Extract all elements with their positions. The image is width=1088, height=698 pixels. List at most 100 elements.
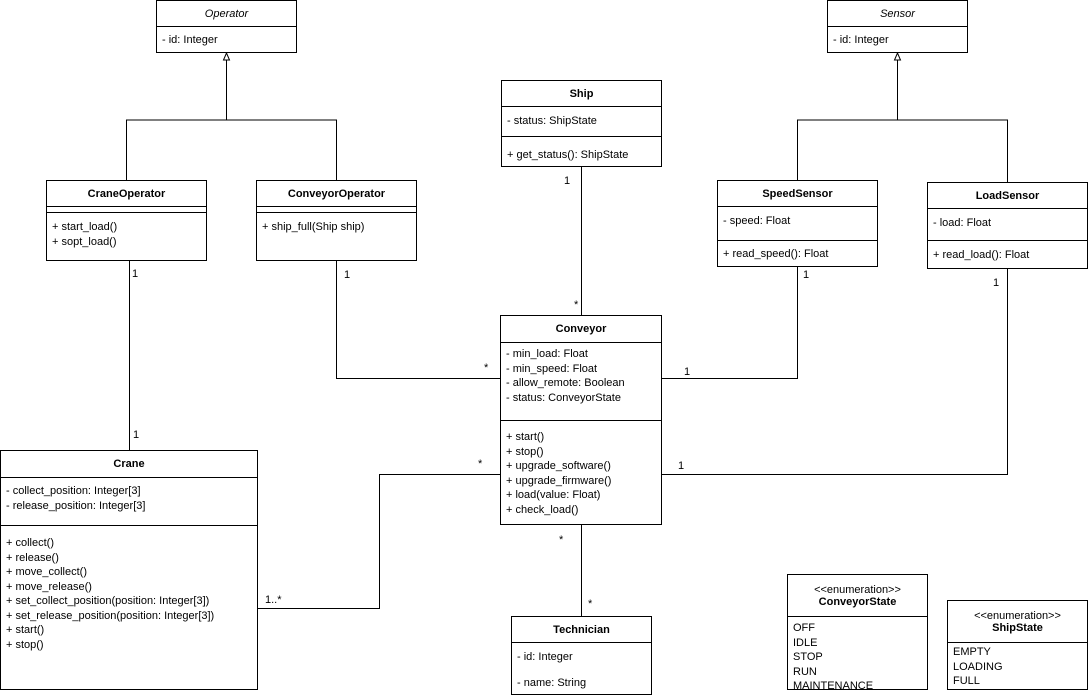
- loadsensor-class[interactable]: LoadSensor - load: Float + read_load(): …: [927, 182, 1088, 269]
- multiplicity-label: 1: [678, 460, 685, 472]
- multiplicity-label: 1: [344, 269, 351, 281]
- generalization-speedsensor: [797, 60, 898, 180]
- operation: + release(): [6, 551, 59, 564]
- multiplicity-label: 1: [133, 429, 140, 441]
- ship-class[interactable]: Ship - status: ShipState + get_status():…: [501, 80, 662, 167]
- operation: + check_load(): [506, 503, 579, 516]
- enumeration-header: <<enumeration>> ShipState: [948, 601, 1087, 643]
- enum-literal: OFF: [793, 622, 815, 634]
- generalization-craneoperator: [126, 60, 227, 180]
- enum-literal: STOP: [793, 651, 823, 663]
- operation: + get_status(): ShipState: [507, 149, 629, 161]
- operations-section: + start_load() + sopt_load(): [47, 213, 206, 249]
- class-name: Crane: [1, 451, 257, 478]
- technician-class[interactable]: Technician - id: Integer - name: String: [511, 616, 652, 695]
- operation: + ship_full(Ship ship): [262, 221, 365, 233]
- attribute: - speed: Float: [723, 215, 791, 227]
- conveyoroperator-class[interactable]: ConveyorOperator + ship_full(Ship ship): [256, 180, 417, 261]
- operation: + set_release_position(position: Integer…: [6, 609, 215, 622]
- class-name: ConveyorOperator: [257, 181, 416, 207]
- operation: + load(value: Float): [506, 489, 601, 501]
- multiplicity-label: *: [559, 534, 564, 546]
- operation: + collect(): [6, 537, 54, 549]
- craneoperator-class[interactable]: CraneOperator + start_load() + sopt_load…: [46, 180, 207, 261]
- class-name: Ship: [502, 81, 661, 107]
- stereotype-label: <<enumeration>>: [974, 609, 1061, 622]
- class-name: LoadSensor: [928, 183, 1087, 209]
- attributes-section: [257, 207, 416, 213]
- attribute: - allow_remote: Boolean: [506, 377, 625, 389]
- literals-section: OFF IDLE STOP RUN MAINTENANCE: [788, 617, 927, 694]
- enum-literal: EMPTY: [953, 646, 991, 658]
- enum-literal: IDLE: [793, 636, 818, 649]
- attributes-section: - collect_position: Integer[3] - release…: [1, 478, 257, 526]
- operation: + upgrade_firmware(): [506, 474, 612, 487]
- multiplicity-label: *: [484, 362, 489, 374]
- sensor-class[interactable]: Sensor - id: Integer: [827, 0, 968, 53]
- multiplicity-label: *: [588, 598, 593, 610]
- multiplicity-label: 1: [132, 268, 139, 280]
- operation: + stop(): [506, 445, 544, 458]
- shipstate-enumeration[interactable]: <<enumeration>> ShipState EMPTY LOADING …: [947, 600, 1088, 690]
- enum-literal: MAINTENANCE: [793, 680, 874, 692]
- conveyor-class[interactable]: Conveyor - min_load: Float - min_speed: …: [500, 315, 662, 525]
- multiplicity-label: 1..*: [265, 594, 282, 606]
- stereotype-label: <<enumeration>>: [814, 583, 901, 596]
- generalization-conveyoroperator: [226, 119, 337, 180]
- enum-literal: LOADING: [953, 660, 1003, 673]
- attribute: - id: Integer: [517, 651, 573, 663]
- operation: + read_load(): Float: [933, 249, 1030, 261]
- attribute: - id: Integer: [833, 34, 889, 46]
- generalization-loadsensor: [897, 119, 1008, 182]
- operation: + move_collect(): [6, 566, 88, 578]
- operation: + start(): [6, 624, 45, 636]
- operation: + upgrade_software(): [506, 460, 611, 472]
- attribute: - release_position: Integer[3]: [6, 499, 146, 512]
- class-name: CraneOperator: [47, 181, 206, 207]
- class-name: Technician: [512, 617, 651, 643]
- multiplicity-label: 1: [993, 277, 1000, 289]
- multiplicity-label: *: [478, 458, 483, 470]
- class-name: SpeedSensor: [718, 181, 877, 207]
- class-name: Operator: [157, 1, 296, 27]
- operation: + stop(): [6, 638, 44, 651]
- association-loadsensor-conveyor: [661, 269, 1008, 475]
- operations-section: + read_load(): Float: [928, 241, 1087, 263]
- attributes-section: - id: Integer - name: String: [512, 643, 651, 690]
- sensor-inheritance-arrow: [893, 51, 902, 61]
- enum-literal: FULL: [953, 675, 980, 687]
- operations-section: + ship_full(Ship ship): [257, 213, 416, 235]
- operation: + start_load(): [52, 221, 118, 233]
- attributes-section: - id: Integer: [157, 27, 296, 48]
- class-name: Sensor: [828, 1, 967, 27]
- operation: + start(): [506, 431, 545, 443]
- operation: + set_collect_position(position: Integer…: [6, 595, 210, 607]
- operation: + read_speed(): Float: [723, 248, 829, 260]
- class-name: Conveyor: [501, 316, 661, 343]
- attributes-section: - speed: Float: [718, 207, 877, 241]
- operation: + sopt_load(): [52, 235, 117, 248]
- multiplicity-label: *: [574, 299, 579, 311]
- attributes-section: - status: ShipState: [502, 107, 661, 137]
- operations-section: + collect() + release() + move_collect()…: [1, 526, 257, 652]
- enumeration-header: <<enumeration>> ConveyorState: [788, 575, 927, 617]
- conveyorstate-enumeration[interactable]: <<enumeration>> ConveyorState OFF IDLE S…: [787, 574, 928, 692]
- attributes-section: - id: Integer: [828, 27, 967, 48]
- attribute: - status: ShipState: [507, 115, 597, 127]
- literals-section: EMPTY LOADING FULL: [948, 643, 1087, 689]
- speedsensor-class[interactable]: SpeedSensor - speed: Float + read_speed(…: [717, 180, 878, 267]
- operator-class[interactable]: Operator - id: Integer: [156, 0, 297, 53]
- attribute: - collect_position: Integer[3]: [6, 485, 141, 497]
- attribute: - status: ConveyorState: [506, 391, 621, 404]
- association-conveyoroperator-conveyor: [336, 261, 500, 379]
- attributes-section: - min_load: Float - min_speed: Float - a…: [501, 343, 661, 421]
- attribute: - name: String: [517, 677, 587, 689]
- association-speedsensor-conveyor: [661, 267, 798, 379]
- operator-inheritance-arrow: [222, 51, 231, 61]
- attribute: - min_speed: Float: [506, 362, 598, 375]
- multiplicity-label: 1: [803, 269, 810, 281]
- operation: + move_release(): [6, 580, 92, 593]
- crane-class[interactable]: Crane - collect_position: Integer[3] - r…: [0, 450, 258, 690]
- attributes-section: - load: Float: [928, 209, 1087, 241]
